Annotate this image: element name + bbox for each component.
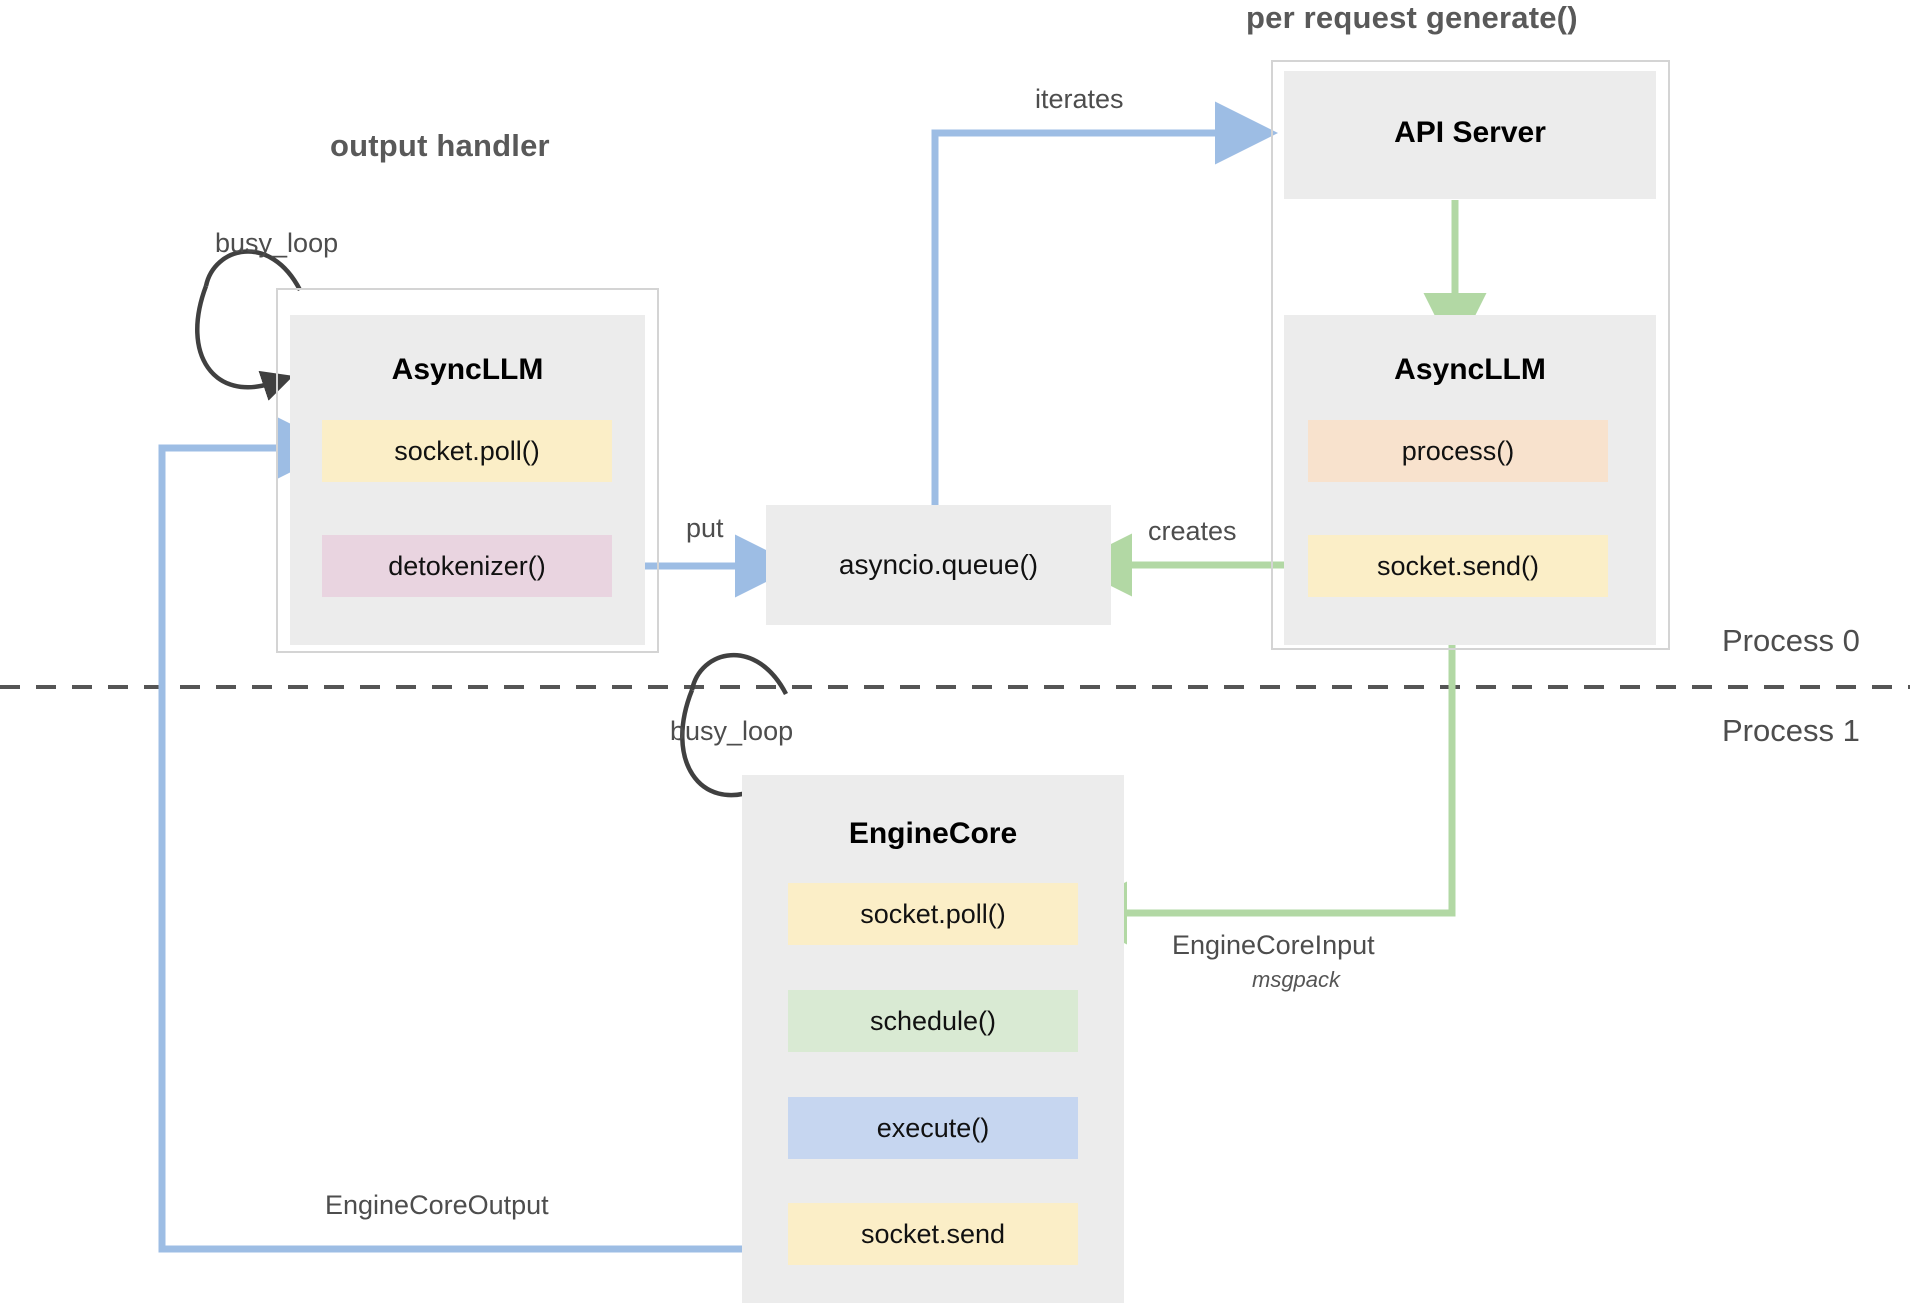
chip-execute[interactable]: execute() bbox=[788, 1097, 1078, 1159]
chip-socket-poll-left[interactable]: socket.poll() bbox=[322, 420, 612, 482]
chip-label-socket-send-right: socket.send() bbox=[1376, 550, 1540, 581]
label-busy-loop-left: busy_loop bbox=[215, 228, 339, 258]
chip-socket-poll-core[interactable]: socket.poll() bbox=[788, 883, 1078, 945]
label-engine-core-input-sub: msgpack bbox=[1252, 967, 1341, 992]
label-iterates: iterates bbox=[1035, 84, 1124, 114]
chip-label-socket-send-core: socket.send bbox=[860, 1218, 1006, 1249]
label-asyncio-queue: asyncio.queue() bbox=[838, 549, 1039, 580]
panel-enginecore[interactable]: EngineCore socket.poll() schedule() exec… bbox=[742, 775, 1124, 1303]
panel-title-asyncllm-left: AsyncLLM bbox=[391, 353, 544, 386]
chip-socket-send-right[interactable]: socket.send() bbox=[1308, 535, 1608, 597]
busy-loop-arc-core-top bbox=[689, 652, 788, 696]
box-asyncio-queue[interactable]: asyncio.queue() bbox=[766, 505, 1111, 625]
chip-label-socket-poll-left: socket.poll() bbox=[394, 435, 540, 466]
process-label-1: Process 1 bbox=[1722, 713, 1860, 748]
panel-asyncllm-right[interactable]: AsyncLLM process() socket.send() bbox=[1284, 315, 1656, 645]
process-label-0: Process 0 bbox=[1722, 623, 1860, 658]
chip-detokenizer[interactable]: detokenizer() bbox=[322, 535, 612, 597]
panel-asyncllm-left[interactable]: AsyncLLM socket.poll() detokenizer() bbox=[290, 315, 645, 645]
group-title-per-request-generate: per request generate() bbox=[1246, 0, 1578, 35]
label-engine-core-output: EngineCoreOutput bbox=[325, 1190, 549, 1220]
panel-title-api-server: API Server bbox=[1394, 116, 1546, 149]
chip-schedule[interactable]: schedule() bbox=[788, 990, 1078, 1052]
chip-label-execute: execute() bbox=[876, 1112, 990, 1143]
chip-process[interactable]: process() bbox=[1308, 420, 1608, 482]
label-creates: creates bbox=[1148, 516, 1237, 546]
chip-label-detokenizer: detokenizer() bbox=[388, 550, 546, 581]
label-put: put bbox=[686, 513, 724, 543]
chip-label-process: process() bbox=[1401, 435, 1515, 466]
group-title-output-handler: output handler bbox=[330, 128, 550, 163]
busy-loop-arrow-left bbox=[195, 285, 294, 401]
panel-title-asyncllm-right: AsyncLLM bbox=[1394, 353, 1546, 386]
chip-label-socket-poll-core: socket.poll() bbox=[860, 898, 1006, 929]
chip-label-schedule: schedule() bbox=[869, 1005, 997, 1036]
panel-title-enginecore: EngineCore bbox=[848, 817, 1018, 850]
panel-api-server[interactable]: API Server bbox=[1284, 71, 1656, 199]
label-engine-core-input: EngineCoreInput bbox=[1172, 930, 1375, 960]
per-request-generate-container bbox=[1271, 60, 1670, 650]
label-busy-loop-core: busy_loop bbox=[670, 716, 794, 746]
edge-iterates bbox=[931, 101, 1278, 505]
chip-socket-send-core[interactable]: socket.send bbox=[788, 1203, 1078, 1265]
output-handler-container bbox=[276, 288, 659, 653]
